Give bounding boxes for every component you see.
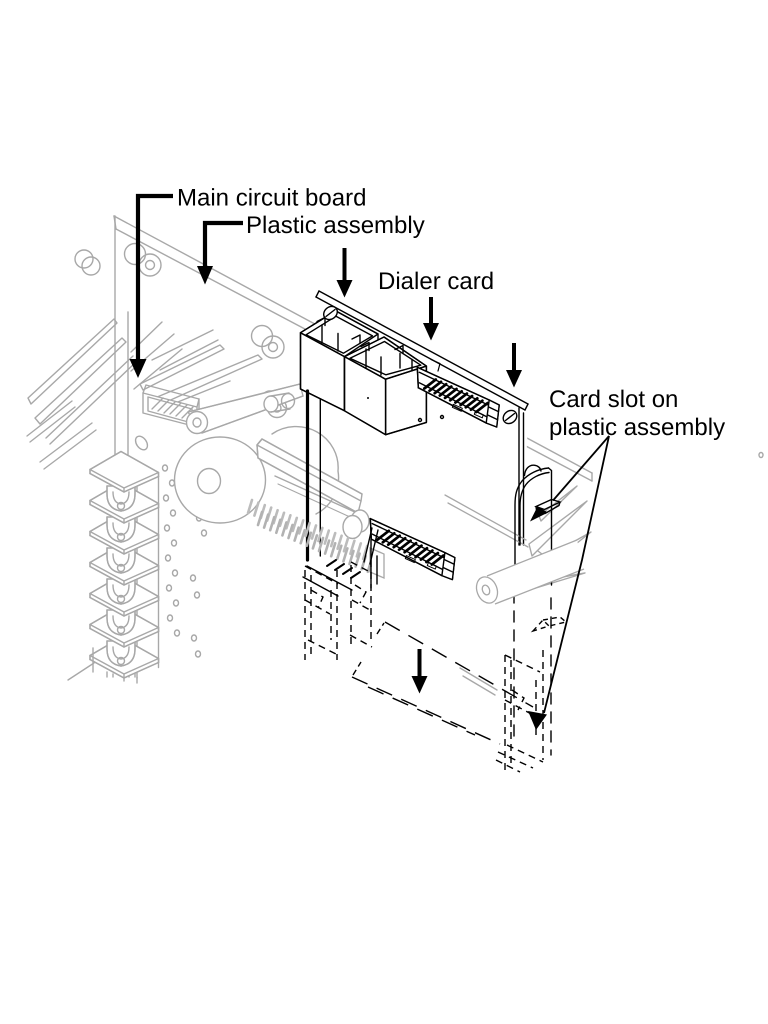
svg-text:plastic assembly: plastic assembly	[549, 414, 725, 441]
svg-text:Plastic assembly: Plastic assembly	[246, 212, 425, 239]
svg-text:Card slot on: Card slot on	[549, 386, 678, 413]
svg-text:Main circuit board: Main circuit board	[177, 185, 366, 212]
svg-text:Dialer card: Dialer card	[378, 268, 494, 295]
